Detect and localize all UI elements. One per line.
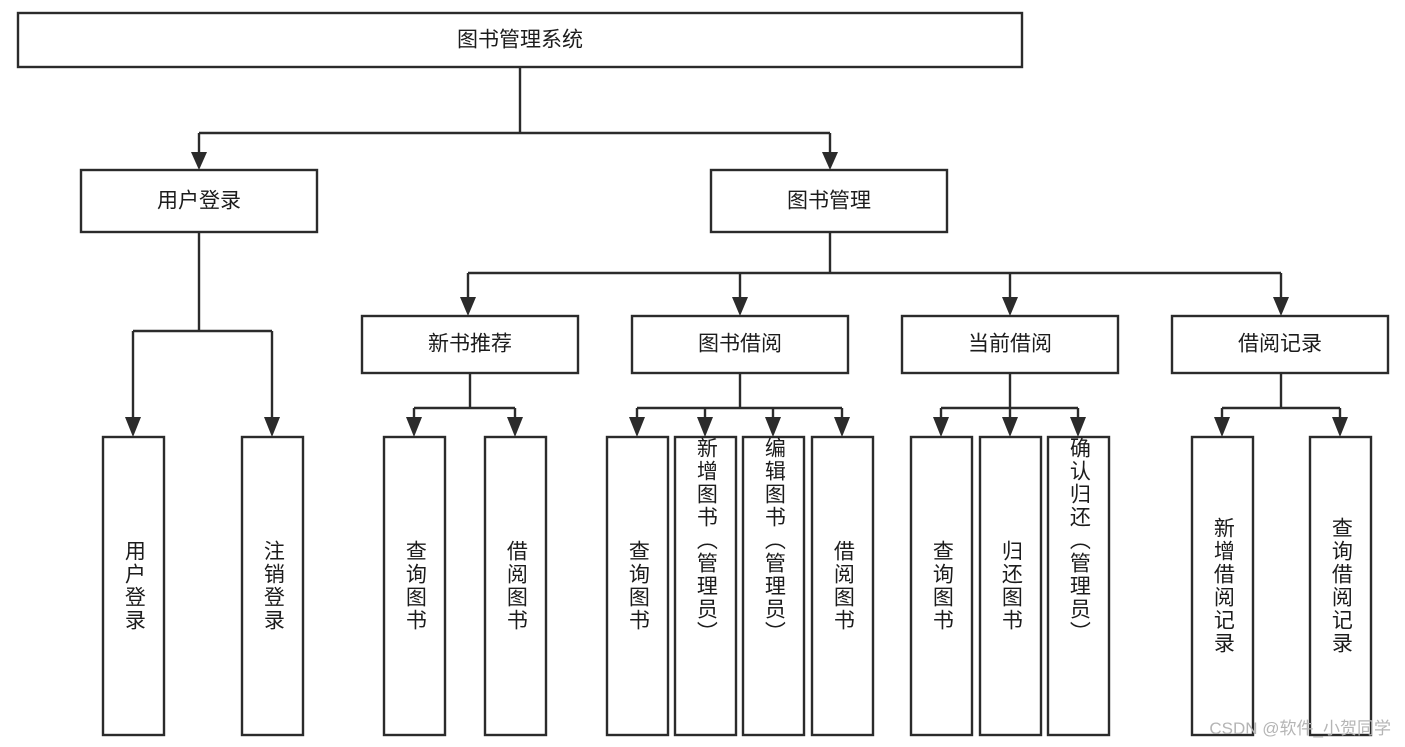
node-box-leaf-book-borrow-3[interactable] xyxy=(810,435,875,737)
arrow-head-borrow-record xyxy=(1273,297,1289,316)
node-box-book-management[interactable] xyxy=(709,168,949,234)
arrow-head-current-borrow xyxy=(1002,297,1018,316)
node-box-new-book-recommend[interactable] xyxy=(360,314,580,375)
arrow-head-leaf-br-1 xyxy=(1332,417,1348,437)
node-box-leaf-book-borrow-2[interactable] xyxy=(741,435,806,737)
arrow-head-leaf-bb-3 xyxy=(834,417,850,437)
node-box-leaf-book-borrow-1[interactable] xyxy=(673,435,738,737)
arrow-head-leaf-bb-0 xyxy=(629,417,645,437)
arrow-head-leaf-nb-1 xyxy=(507,417,523,437)
node-box-leaf-current-borrow-0[interactable] xyxy=(909,435,974,737)
node-box-book-borrow[interactable] xyxy=(630,314,850,375)
node-label-new-book-recommend: 新书推荐 xyxy=(428,333,512,356)
node-box-leaf-current-borrow-1[interactable] xyxy=(978,435,1043,737)
arrow-head-leaf-user-login-1 xyxy=(264,417,280,437)
node-box-leaf-new-book-1[interactable] xyxy=(483,435,548,737)
node-label-book-management: 图书管理 xyxy=(787,190,871,213)
arrow-head-book-mgmt xyxy=(822,152,838,170)
arrow-head-leaf-cb-2 xyxy=(1070,417,1086,437)
watermark-text: CSDN @软件_小贺同学 xyxy=(1209,719,1391,738)
arrow-head-leaf-bb-1 xyxy=(697,417,713,437)
connector-layer xyxy=(125,67,1348,437)
arrow-head-book-borrow xyxy=(732,297,748,316)
arrow-head-leaf-cb-1 xyxy=(1002,417,1018,437)
node-label-borrow-record: 借阅记录 xyxy=(1238,333,1322,356)
node-box-leaf-current-borrow-2[interactable] xyxy=(1046,435,1111,737)
node-box-leaf-user-login-0[interactable] xyxy=(101,435,166,737)
arrow-head-leaf-user-login-0 xyxy=(125,417,141,437)
node-label-root: 图书管理系统 xyxy=(457,29,583,52)
node-label-user-login: 用户登录 xyxy=(157,190,241,213)
node-box-user-login[interactable] xyxy=(79,168,319,234)
node-label-current-borrow: 当前借阅 xyxy=(968,333,1052,356)
arrow-head-leaf-nb-0 xyxy=(406,417,422,437)
node-layer: 图书管理系统 用户登录 图书管理 新书推荐 图书借阅 当前借阅 借阅记录 xyxy=(16,11,1390,737)
node-box-leaf-book-borrow-0[interactable] xyxy=(605,435,670,737)
arrow-head-user-login xyxy=(191,152,207,170)
node-box-leaf-borrow-record-1[interactable] xyxy=(1308,435,1373,737)
node-box-leaf-user-login-1[interactable] xyxy=(240,435,305,737)
arrow-head-leaf-br-0 xyxy=(1214,417,1230,437)
arrow-head-leaf-bb-2 xyxy=(765,417,781,437)
node-box-root[interactable] xyxy=(16,11,1024,69)
node-box-leaf-new-book-0[interactable] xyxy=(382,435,447,737)
node-label-book-borrow: 图书借阅 xyxy=(698,333,782,356)
node-box-borrow-record[interactable] xyxy=(1170,314,1390,375)
node-box-current-borrow[interactable] xyxy=(900,314,1120,375)
arrow-head-leaf-cb-0 xyxy=(933,417,949,437)
arrow-head-new-book xyxy=(460,297,476,316)
node-box-leaf-borrow-record-0[interactable] xyxy=(1190,435,1255,737)
